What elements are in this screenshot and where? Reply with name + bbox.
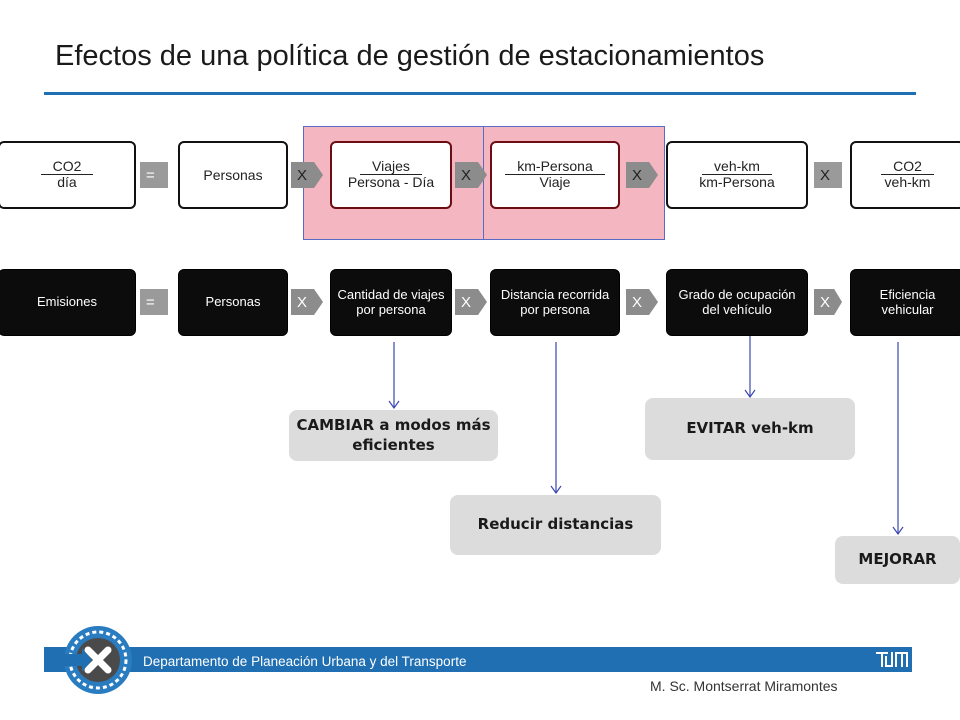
action-mejorar: MEJORAR xyxy=(835,536,960,584)
box-eficiencia: Eficiencia vehicular xyxy=(850,269,960,336)
box-emisiones: Emisiones xyxy=(0,269,136,336)
department-logo-icon xyxy=(64,626,132,694)
fraction-denominator: Persona - Día xyxy=(347,174,435,191)
fraction-numerator: km-Persona xyxy=(505,159,605,176)
fraction-numerator: Viajes xyxy=(360,159,422,176)
fraction-denominator: km-Persona xyxy=(699,174,775,191)
title-divider xyxy=(44,92,916,95)
footer-bar xyxy=(44,647,912,672)
footer-department: Departamento de Planeación Urbana y del … xyxy=(143,654,467,669)
box-distancia: Distancia recorrida por persona xyxy=(490,269,620,336)
fraction-numerator: veh-km xyxy=(702,159,772,176)
box-label: Personas xyxy=(203,167,263,183)
action-reducir: Reducir distancias xyxy=(450,495,661,555)
operator-equals: = xyxy=(140,162,168,188)
page-title: Efectos de una política de gestión de es… xyxy=(55,40,765,72)
fraction-denominator: veh-km xyxy=(884,174,931,191)
operator-equals-2: = xyxy=(140,289,168,315)
tum-logo-icon xyxy=(874,649,910,670)
box-personas: Personas xyxy=(178,141,288,209)
box-cantidad-viajes: Cantidad de viajes por persona xyxy=(330,269,452,336)
action-cambiar: CAMBIAR a modos más eficientes xyxy=(289,410,498,461)
operator-multiply-4: X xyxy=(814,162,842,188)
author-name: M. Sc. Montserrat Miramontes xyxy=(650,678,838,694)
box-personas-2: Personas xyxy=(178,269,288,336)
fraction-denominator: día xyxy=(57,174,77,191)
fraction-denominator: Viaje xyxy=(539,174,571,191)
fraction-numerator: CO2 xyxy=(40,159,94,176)
action-evitar: EVITAR veh-km xyxy=(645,398,855,460)
highlight-divider xyxy=(483,126,484,240)
fraction-numerator: CO2 xyxy=(881,159,934,176)
box-ocupacion: Grado de ocupación del vehículo xyxy=(666,269,808,336)
